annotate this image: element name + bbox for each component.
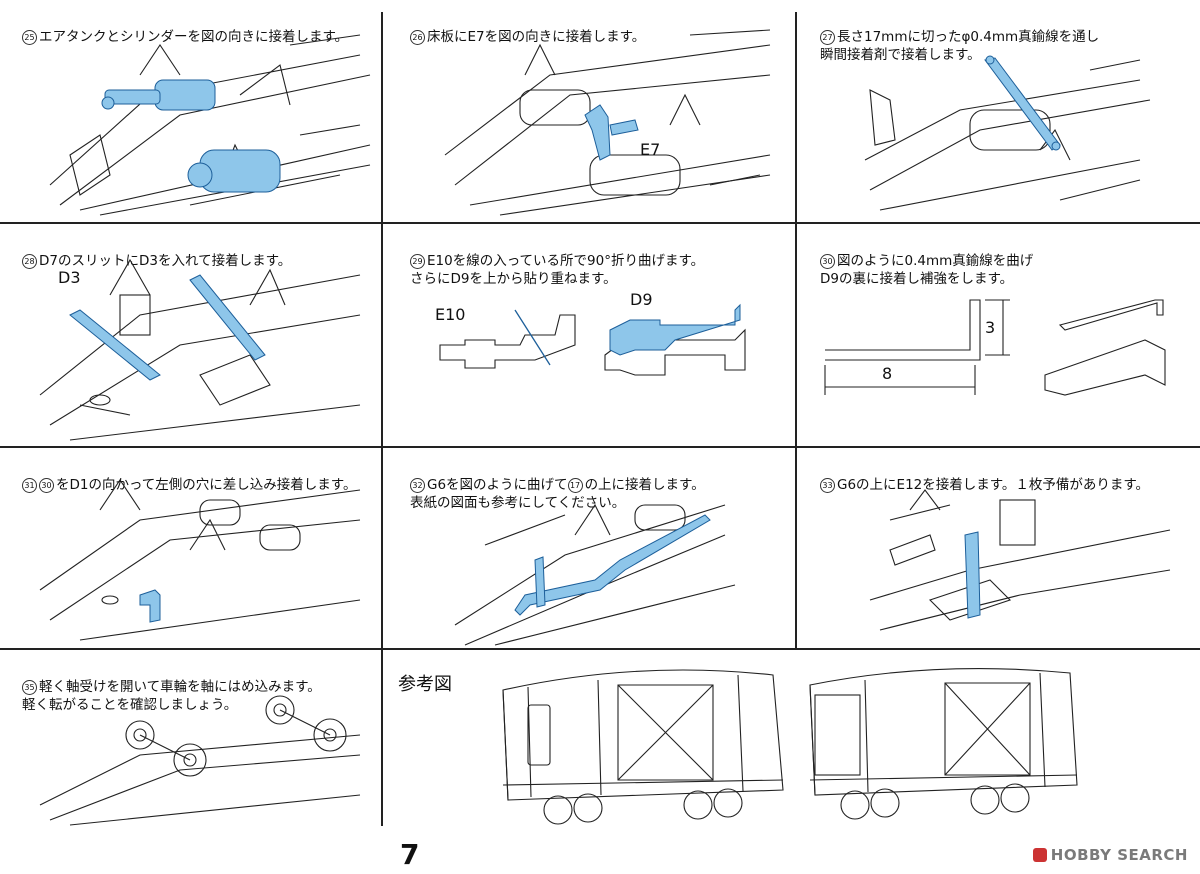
step-number: 30 xyxy=(820,254,835,269)
step-27-illustration xyxy=(864,55,1151,211)
step-28-illustration xyxy=(39,258,361,441)
label-e10: E10 xyxy=(435,305,466,324)
dimension-8: 8 xyxy=(882,364,893,383)
step-25-illustration xyxy=(49,34,371,216)
watermark: HOBBY SEARCH xyxy=(1032,846,1188,864)
step-35-illustration xyxy=(39,695,361,826)
step-number: 28 xyxy=(22,254,37,269)
step-text: 軽く軸受けを開いて車輪を軸にはめ込みます。 軽く転がることを確認しましょう。 xyxy=(22,679,321,713)
watermark-text: HOBBY SEARCH xyxy=(1050,846,1188,864)
step-text: G6を図のように曲げて xyxy=(427,477,568,493)
reference-wagon-right xyxy=(809,668,1078,820)
divider-h2 xyxy=(0,446,1200,448)
step-number-ref: 30 xyxy=(39,478,54,493)
divider-v1 xyxy=(381,12,383,826)
label-d9: D9 xyxy=(630,290,653,309)
step-26-illustration xyxy=(444,29,771,216)
step-31-illustration xyxy=(39,479,361,641)
step-29-illustration xyxy=(439,303,746,376)
step-number: 27 xyxy=(820,30,835,45)
step-number: 32 xyxy=(410,478,425,493)
step-33-illustration xyxy=(869,489,1171,631)
page-number: 7 xyxy=(400,838,420,871)
step-number: 26 xyxy=(410,30,425,45)
step-number: 35 xyxy=(22,680,37,695)
dimension-3: 3 xyxy=(985,318,996,337)
step-30-illustration xyxy=(824,299,1166,396)
step-number: 33 xyxy=(820,478,835,493)
hobby-search-logo-icon xyxy=(1032,848,1047,862)
step-text: 図のように0.4mm真鍮線を曲げ D9の裏に接着し補強をします。 xyxy=(820,253,1034,287)
step-text: をD1の向かって左側の穴に差し込み接着します。 xyxy=(56,477,357,493)
step-text: エアタンクとシリンダーを図の向きに接着します。 xyxy=(39,29,349,45)
step-text: D7のスリットにD3を入れて接着します。 xyxy=(39,253,292,269)
label-d3: D3 xyxy=(58,268,81,287)
divider-h1 xyxy=(0,222,1200,224)
step-number: 25 xyxy=(22,30,37,45)
step-number-ref: 17 xyxy=(567,478,583,493)
divider-h3 xyxy=(0,648,1200,650)
step-32-illustration xyxy=(454,503,736,646)
label-e7: E7 xyxy=(640,140,661,159)
step-number: 29 xyxy=(410,254,425,269)
divider-v2 xyxy=(795,12,797,648)
reference-wagon-left xyxy=(502,669,784,825)
step-text: 床板にE7を図の向きに接着します。 xyxy=(427,29,646,45)
step-text: G6の上にE12を接着します。１枚予備があります。 xyxy=(837,477,1150,493)
step-text: 長さ17mmに切ったφ0.4mm真鍮線を通し 瞬間接着剤で接着します。 xyxy=(820,29,1100,63)
step-text-2: の上に接着します。 表紙の図面も参考にしてください。 xyxy=(410,477,705,511)
reference-title: 参考図 xyxy=(398,674,452,695)
step-number: 31 xyxy=(22,478,37,493)
step-text: E10を線の入っている所で90°折り曲げます。 さらにD9を上から貼り重ねます。 xyxy=(410,253,705,287)
